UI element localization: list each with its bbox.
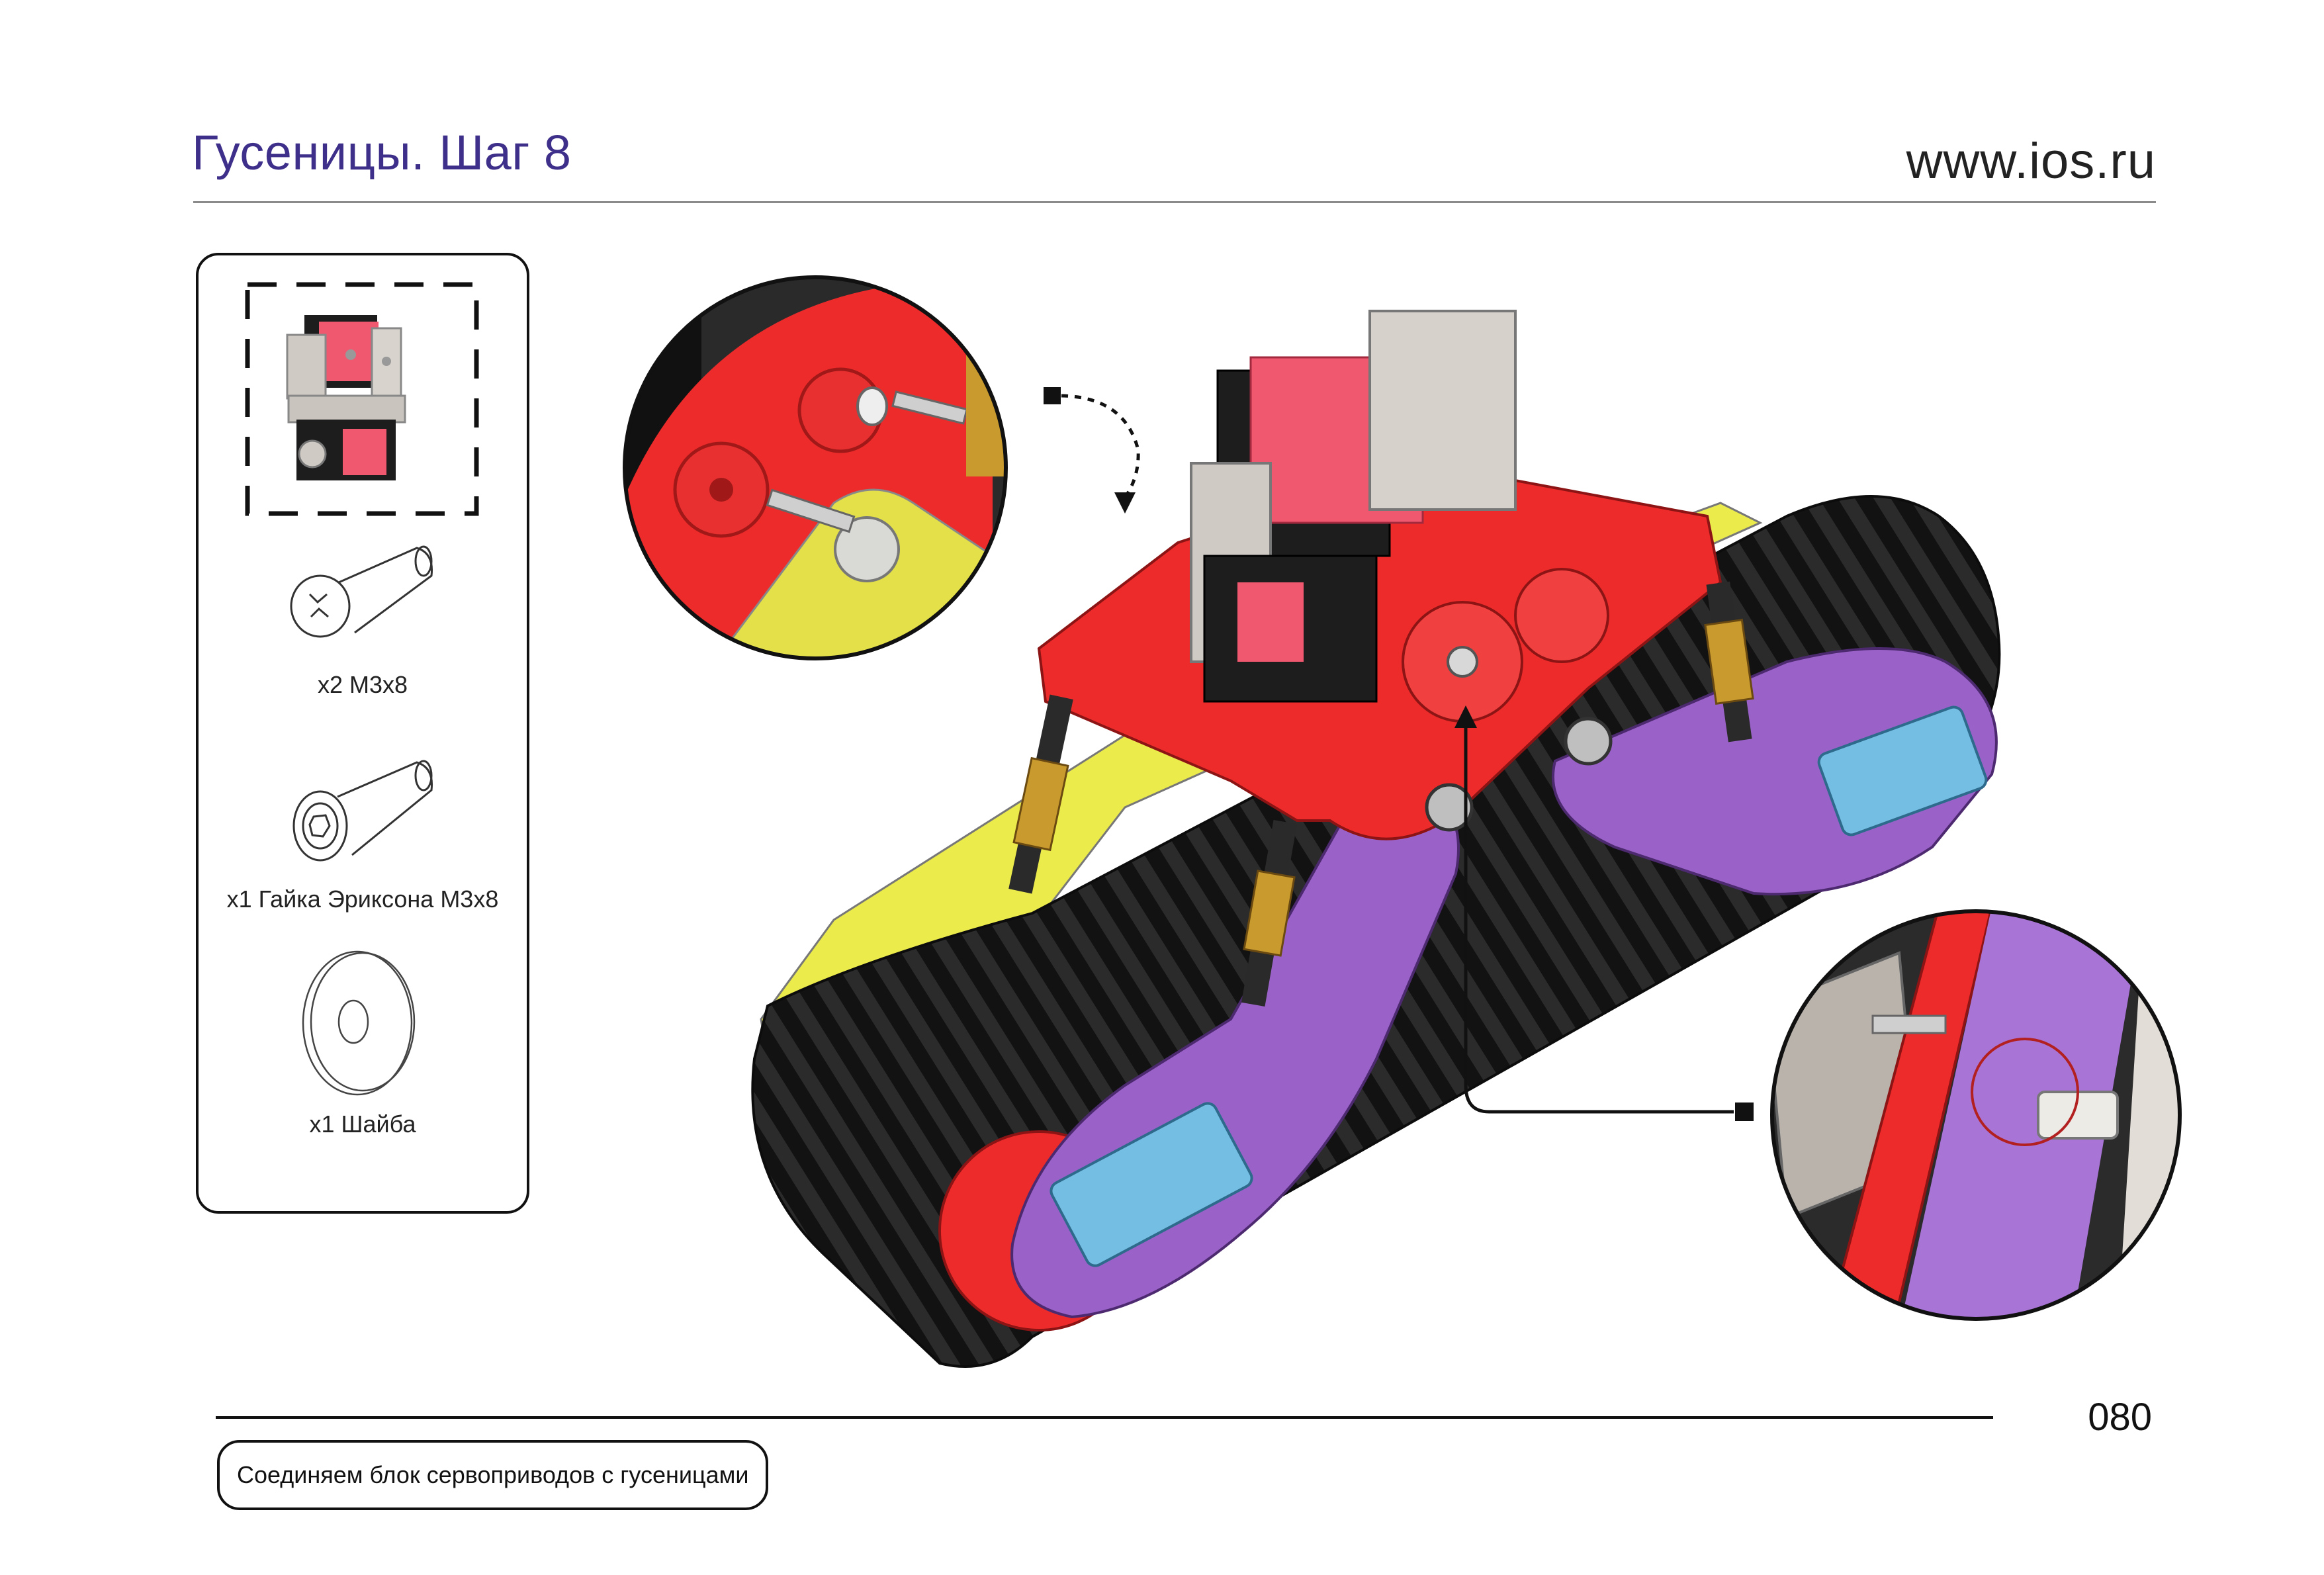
callout-bottom-right — [1454, 705, 2182, 1321]
frame-boss-2 — [1514, 568, 1609, 663]
washer-icon — [302, 950, 416, 1096]
footer-divider — [216, 1416, 1993, 1419]
shock-absorber-middle — [1241, 820, 1298, 1007]
pivot-bolt-1 — [1564, 717, 1613, 766]
callout-top-left — [623, 275, 1140, 660]
page-title: Гусеницы. Шаг 8 — [192, 125, 572, 180]
part-label-ericsson-nut: x1 Гайка Эриксона M3x8 — [226, 885, 499, 913]
pan-head-screw-icon — [290, 545, 433, 638]
part-label-screw: x2 M3x8 — [317, 671, 408, 698]
rear-blue-block — [1050, 1102, 1253, 1267]
assembly-frame — [245, 282, 479, 516]
pivot-bolt-2 — [1425, 783, 1474, 832]
step-caption: Соединяем блок сервоприводов с гусеницам… — [217, 1440, 769, 1510]
frame-bolt — [1447, 646, 1478, 678]
page-number: 080 — [2088, 1396, 2152, 1439]
shock-absorber-right — [1704, 581, 1754, 742]
parts-panel: x2 M3x8 x1 Гайка Эриксона M3x8 x1 Шайба — [196, 253, 529, 1214]
servo-block — [1190, 310, 1517, 703]
shock-absorber-left — [1008, 694, 1073, 894]
website-url: www.ios.ru — [1906, 133, 2156, 189]
parts-art — [245, 282, 479, 1096]
front-blue-block — [1817, 705, 1988, 836]
header-divider — [193, 201, 2156, 203]
front-purple-arm — [1551, 647, 1998, 896]
socket-screw-icon — [292, 760, 433, 862]
servo-block-icon — [286, 315, 406, 480]
part-label-washer: x1 Шайба — [309, 1110, 416, 1138]
